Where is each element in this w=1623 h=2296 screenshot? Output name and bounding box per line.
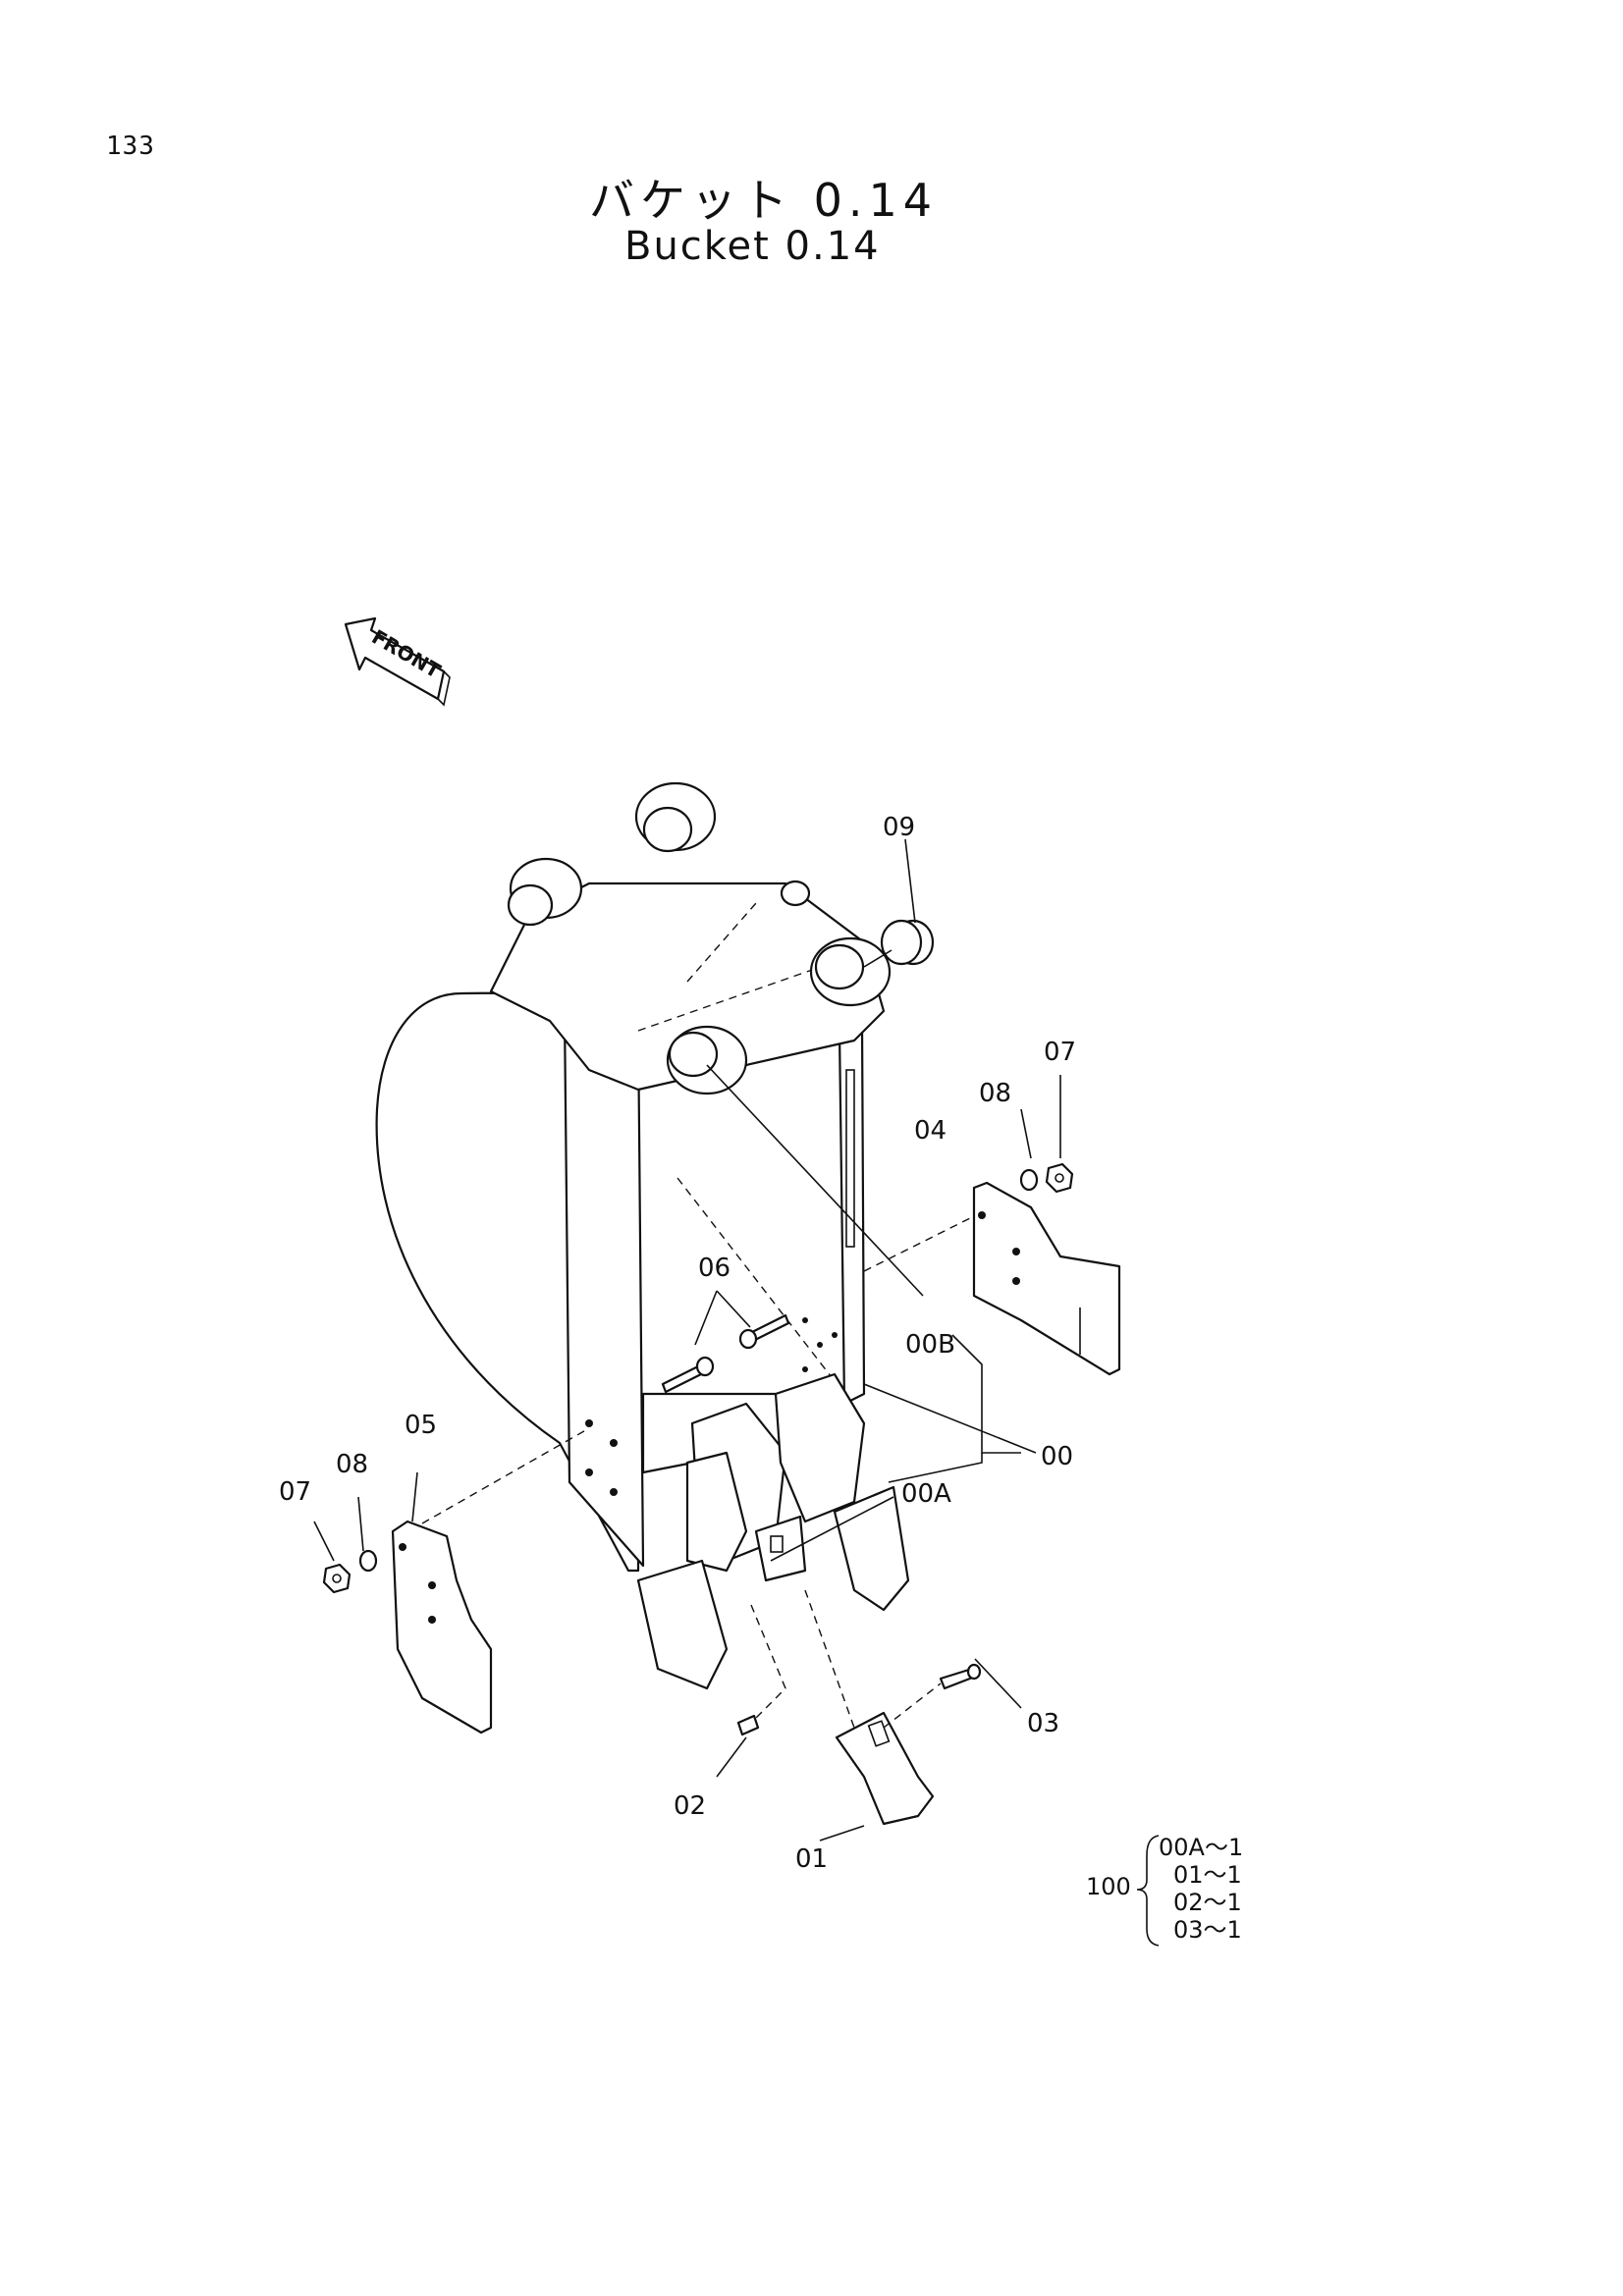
callout-08-right: 08: [979, 1079, 1011, 1108]
part-09-bushing: [863, 838, 935, 968]
front-arrow-icon: FRONT: [344, 616, 451, 707]
part-05-side-cutter: [391, 1520, 493, 1735]
callout-08-left: 08: [336, 1450, 368, 1479]
kit-item-3: 02～1: [1173, 1889, 1242, 1916]
callout-06: 06: [698, 1254, 730, 1283]
part-04-side-cutter: [972, 1181, 1121, 1376]
callout-00b: 00B: [905, 1330, 955, 1360]
kit-assembly-note: 100 00A～1 01～1 02～1 03～1: [1086, 1834, 1243, 1947]
boss-rear-right: [634, 781, 717, 853]
part-03-pin: [939, 1663, 982, 1690]
callout-03: 03: [1027, 1709, 1059, 1738]
title-japanese: バケット 0.14: [589, 174, 939, 227]
boss-front-right: [809, 936, 892, 1007]
boss-rear-left: [507, 857, 583, 927]
kit-item-4: 03～1: [1173, 1916, 1242, 1944]
title-english: Bucket 0.14: [624, 224, 881, 269]
callout-07-left: 07: [279, 1477, 311, 1507]
part-01-tooth: [835, 1711, 935, 1826]
part-07-nut-left: [322, 1563, 352, 1594]
part-02-lock: [736, 1714, 760, 1736]
boss-front-left-00b: [666, 1025, 748, 1095]
callout-07-right: 07: [1044, 1038, 1076, 1067]
adapter-group-00a: [685, 1372, 866, 1573]
kit-id: 100: [1086, 1873, 1131, 1900]
part-07-nut-right: [1045, 1162, 1074, 1194]
kit-item-2: 01～1: [1173, 1861, 1242, 1889]
page-number: 133: [106, 132, 155, 161]
boss-group: [507, 781, 892, 1095]
part-06-bolts: [661, 1290, 790, 1394]
callout-02: 02: [674, 1791, 706, 1821]
part-08-washer-left: [358, 1549, 378, 1573]
callout-05: 05: [405, 1411, 437, 1440]
part-08-washer-right: [1019, 1168, 1039, 1192]
callout-00a: 00A: [901, 1479, 951, 1509]
callout-01: 01: [795, 1844, 828, 1874]
tooth-group: [636, 1485, 910, 1690]
callout-09: 09: [883, 813, 915, 842]
kit-item-1: 00A～1: [1159, 1834, 1243, 1861]
callout-04: 04: [914, 1116, 947, 1146]
callout-00: 00: [1041, 1442, 1073, 1471]
